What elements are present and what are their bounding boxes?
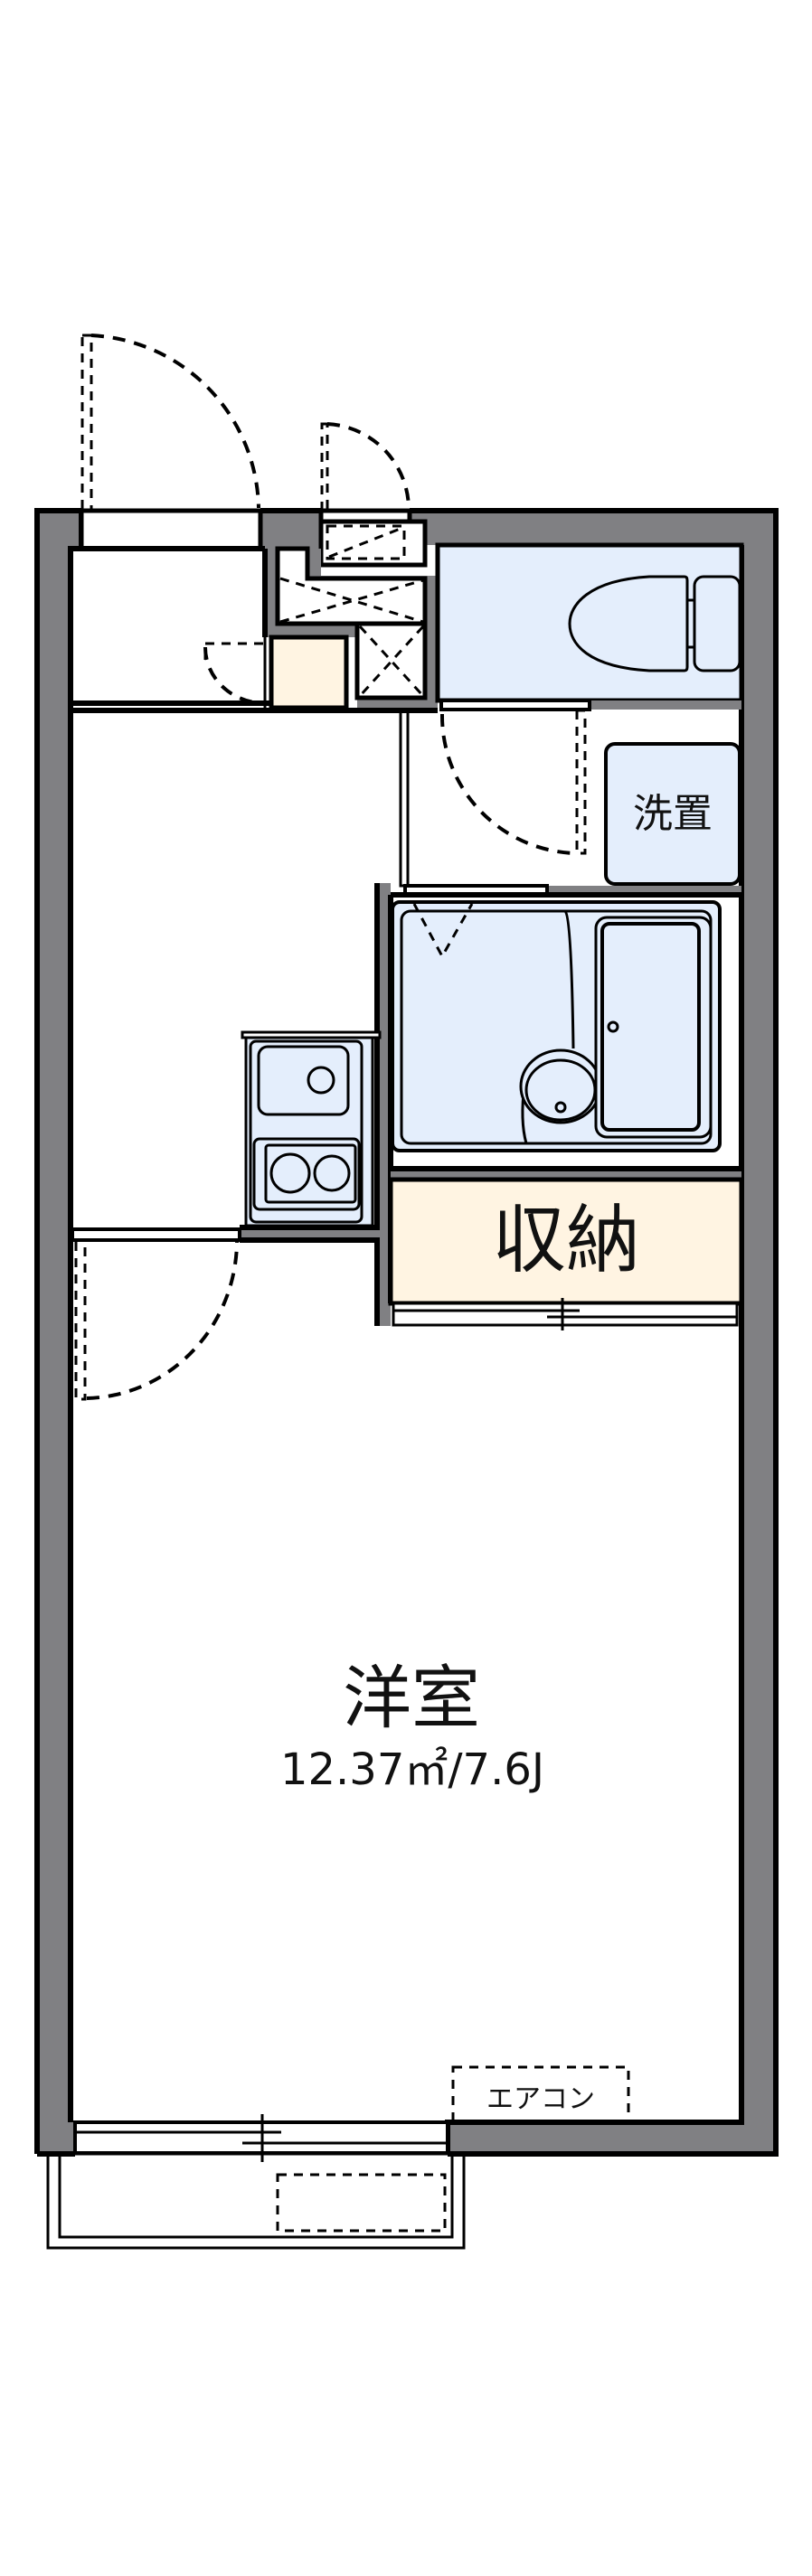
- room-area: 12.37㎡/7.6J: [280, 1744, 544, 1795]
- storage-label: 収納: [492, 1198, 640, 1283]
- sink-icon: [257, 1045, 350, 1116]
- basin-icon: [519, 1048, 602, 1124]
- pipe-shaft: [262, 546, 438, 708]
- room-name: 洋室: [343, 1658, 480, 1738]
- shoe-cabinet: [203, 635, 349, 710]
- exterior-walls: [34, 508, 779, 2157]
- balcony: [46, 2152, 466, 2250]
- sliding-window: [73, 2114, 449, 2162]
- western-room: 洋室 12.37㎡/7.6J: [280, 1658, 544, 1795]
- unit-bath: [374, 883, 741, 1326]
- meter-box: [318, 422, 428, 568]
- aircon-label: エアコン: [486, 2083, 595, 2115]
- stove-icon: [252, 1137, 361, 1211]
- washer-space-label: 洗置: [633, 791, 713, 837]
- outdoor-unit: [276, 2173, 447, 2233]
- room-door: [71, 1227, 241, 1401]
- entrance-door: [71, 334, 265, 551]
- bathtub-icon: [594, 916, 713, 1139]
- genkan-step: [71, 700, 438, 713]
- toilet-icon: [568, 575, 741, 672]
- storage-closet: 収納: [388, 1177, 744, 1330]
- toilet-room: [435, 542, 744, 711]
- aircon: エアコン: [451, 2065, 630, 2124]
- washroom: 洗置: [399, 709, 741, 897]
- closet-sliding-doors: [392, 1298, 739, 1330]
- kitchen: [240, 1030, 382, 1243]
- washer-space: 洗置: [604, 742, 741, 886]
